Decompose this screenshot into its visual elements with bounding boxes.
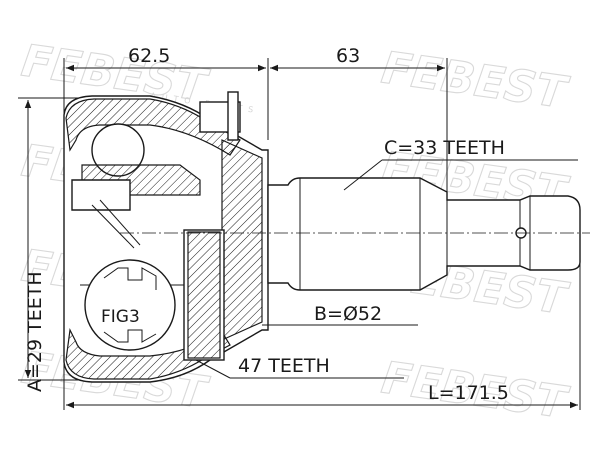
dim-label-shaft-length: 63 <box>336 45 360 67</box>
figure-label: FIG3 <box>101 307 140 327</box>
fig3-inset: FIG3 <box>84 259 176 351</box>
label-abs-ring: 47 TEETH <box>238 355 330 377</box>
label-abs-diameter: B=Ø52 <box>314 303 382 325</box>
ball-cage <box>71 123 201 249</box>
dimension-lines <box>24 64 578 409</box>
outer-joint-housing <box>63 91 269 383</box>
fig3-circle <box>84 259 176 351</box>
label-inner-spline: A=29 TEETH <box>24 271 46 392</box>
label-outer-spline: C=33 TEETH <box>384 137 505 159</box>
dim-label-outer-length: 62.5 <box>128 45 170 67</box>
leader-lines <box>195 159 578 379</box>
watermark-text: FEBEST <box>378 42 572 119</box>
output-shaft <box>120 177 590 291</box>
dim-label-total-length: L=171.5 <box>428 382 509 404</box>
